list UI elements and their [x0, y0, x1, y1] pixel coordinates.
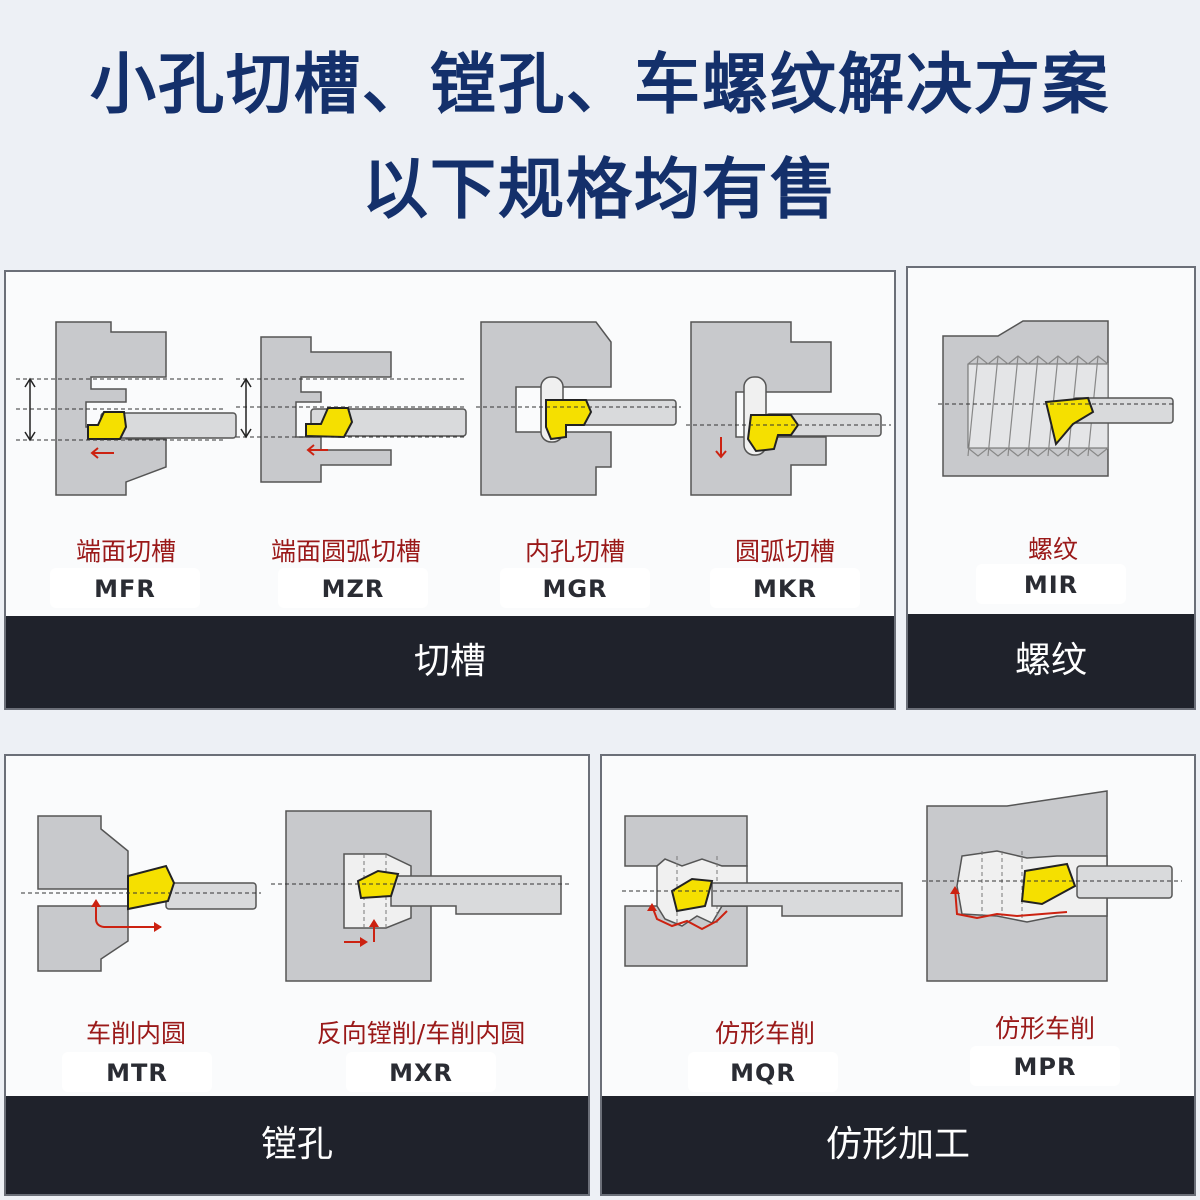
mgr-diagram	[476, 321, 681, 496]
thread-category-bar: 螺纹	[908, 614, 1194, 708]
code-mpr: MPR	[970, 1046, 1120, 1086]
item-label-mfr: 端面切槽	[75, 537, 176, 566]
mzr-diagram	[236, 336, 467, 483]
item-label-mir: 螺纹	[1027, 535, 1078, 564]
item-label-mqr: 仿形车削	[714, 1019, 815, 1048]
mpr-diagram	[922, 790, 1182, 982]
code-mxr: MXR	[346, 1052, 496, 1092]
mkr-diagram	[686, 321, 891, 496]
thread-panel: 螺纹 MIR 螺纹	[906, 266, 1196, 710]
page-title: 小孔切槽、镗孔、车螺纹解决方案	[90, 46, 1110, 123]
code-mzr: MZR	[278, 568, 428, 608]
item-label-mxr: 反向镗削/车削内圆	[316, 1019, 526, 1048]
page-subtitle: 以下规格均有售	[362, 151, 838, 228]
boring-panel: 车削内圆 MTR 反向镗削/车削内圆 MXR 镗孔	[4, 754, 590, 1196]
profiling-category-bar: 仿形加工	[602, 1096, 1194, 1194]
code-mir: MIR	[976, 564, 1126, 604]
code-mtr: MTR	[62, 1052, 212, 1092]
item-label-mgr: 内孔切槽	[524, 537, 625, 566]
code-mkr: MKR	[710, 568, 860, 608]
mqr-diagram	[622, 815, 903, 967]
boring-category-bar: 镗孔	[6, 1096, 588, 1194]
mir-diagram	[938, 320, 1174, 477]
profiling-panel: 仿形车削 MQR 仿形车削 MPR 仿形加工	[600, 754, 1196, 1196]
grooving-category-bar: 切槽	[6, 616, 894, 708]
code-mfr: MFR	[50, 568, 200, 608]
item-label-mzr: 端面圆弧切槽	[270, 537, 421, 566]
mtr-diagram	[21, 815, 261, 972]
code-mgr: MGR	[500, 568, 650, 608]
item-label-mpr: 仿形车削	[994, 1014, 1095, 1043]
item-label-mkr: 圆弧切槽	[734, 537, 835, 566]
mxr-diagram	[271, 810, 571, 982]
code-mqr: MQR	[688, 1052, 838, 1092]
item-label-mtr: 车削内圆	[85, 1019, 186, 1048]
mfr-diagram	[16, 321, 237, 496]
grooving-panel: 端面切槽 MFR 端面圆弧切槽 MZR 内孔切槽 MGR 圆弧切槽 MKR 切槽	[4, 270, 896, 710]
